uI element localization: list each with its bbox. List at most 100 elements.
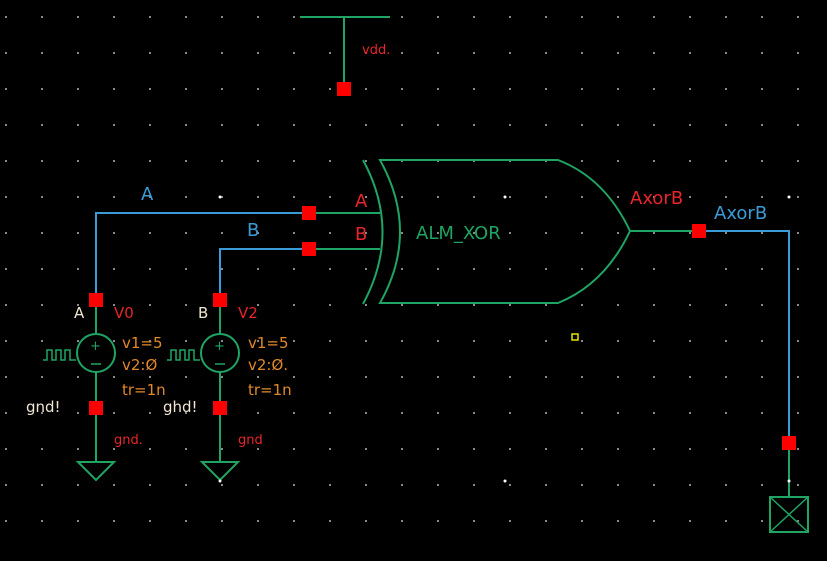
v2-pin-bottom[interactable]: [213, 401, 227, 415]
output-terminal[interactable]: [769, 436, 809, 533]
grid-dot: [581, 124, 583, 126]
grid-dot: [365, 340, 367, 342]
grid-dot: [437, 232, 439, 234]
pulse-waveform-icon: [167, 349, 200, 361]
xor-pin-a[interactable]: [302, 206, 316, 220]
grid-dot: [689, 16, 691, 18]
v0-name: V0: [114, 304, 134, 322]
origin-dot: [218, 195, 222, 199]
ground-icon: [75, 461, 117, 482]
grid-dot: [329, 520, 331, 522]
grid-dot: [617, 268, 619, 270]
grid-dot: [293, 88, 295, 90]
grid-dot: [257, 448, 259, 450]
output-terminal-pin[interactable]: [782, 436, 796, 450]
grid-dot: [365, 412, 367, 414]
xor-instance-name: ALM_XOR: [416, 223, 501, 244]
grid-dot: [113, 88, 115, 90]
grid-dot: [257, 412, 259, 414]
grid-dot: [509, 16, 511, 18]
grid-dot: [581, 304, 583, 306]
grid-dot: [5, 232, 7, 234]
grid-dot: [473, 196, 475, 198]
grid-dot: [41, 124, 43, 126]
grid-dot: [77, 412, 79, 414]
grid-dot: [437, 376, 439, 378]
grid-dot: [725, 520, 727, 522]
grid-dot: [221, 160, 223, 162]
grid-dot: [581, 448, 583, 450]
grid-dot: [617, 52, 619, 54]
grid-dot: [725, 160, 727, 162]
grid-dot: [257, 16, 259, 18]
grid-dot: [401, 268, 403, 270]
grid-dot: [365, 304, 367, 306]
grid-dot: [473, 484, 475, 486]
vdd-pin[interactable]: [337, 82, 351, 96]
grid-dot: [149, 304, 151, 306]
voltage-source-v0[interactable]: + A V0 v1=5 v2:Ø tr=1n gnd! gnd.: [26, 293, 166, 482]
xor-gate-instance[interactable]: A B AxorB ALM_XOR: [302, 159, 706, 305]
grid-dot: [257, 196, 259, 198]
grid-dot: [293, 16, 295, 18]
grid-dot: [617, 88, 619, 90]
selection-marker[interactable]: [571, 333, 579, 341]
wire-net-out[interactable]: [699, 230, 790, 443]
grid-dot: [653, 232, 655, 234]
vdd-supply-symbol[interactable]: vdd.: [300, 16, 390, 96]
grid-dot: [401, 304, 403, 306]
grid-dot: [329, 268, 331, 270]
grid-dot: [761, 304, 763, 306]
xor-pin-out[interactable]: [692, 224, 706, 238]
grid-dot: [257, 520, 259, 522]
grid-dot: [185, 412, 187, 414]
wire-net-b[interactable]: [219, 248, 309, 300]
grid-dot: [473, 448, 475, 450]
grid-dot: [5, 16, 7, 18]
grid-dot: [113, 376, 115, 378]
v2-pin-top[interactable]: [213, 293, 227, 307]
grid-dot: [797, 88, 799, 90]
grid-dot: [653, 52, 655, 54]
voltage-source-v2[interactable]: + B V2 v1=5 v2:Ø. tr=1n ghd! gnd: [163, 293, 292, 482]
grid-dot: [473, 124, 475, 126]
grid-dot: [797, 520, 799, 522]
grid-dot: [509, 268, 511, 270]
grid-dot: [617, 16, 619, 18]
grid-dot: [509, 52, 511, 54]
v0-param-v1: v1=5: [122, 334, 163, 352]
grid-dot: [293, 124, 295, 126]
grid-dot: [329, 340, 331, 342]
grid-dot: [509, 520, 511, 522]
grid-dot: [77, 52, 79, 54]
grid-dot: [365, 268, 367, 270]
grid-dot: [437, 16, 439, 18]
grid-dot: [689, 304, 691, 306]
grid-dot: [293, 304, 295, 306]
grid-dot: [149, 232, 151, 234]
v0-pin-bottom[interactable]: [89, 401, 103, 415]
grid-dot: [797, 16, 799, 18]
ground-icon: [199, 461, 241, 482]
wire-net-a[interactable]: [95, 212, 309, 300]
grid-dot: [185, 376, 187, 378]
grid-dot: [41, 52, 43, 54]
xor-pin-b[interactable]: [302, 242, 316, 256]
grid-dot: [77, 304, 79, 306]
grid-dot: [257, 88, 259, 90]
grid-dot: [41, 484, 43, 486]
xor-body: [378, 159, 632, 304]
v0-pin-top[interactable]: [89, 293, 103, 307]
grid-dot: [185, 88, 187, 90]
grid-dot: [77, 484, 79, 486]
grid-dot: [185, 232, 187, 234]
boxed-x-terminal-icon: [769, 496, 809, 533]
grid-dot: [473, 376, 475, 378]
grid-dot: [617, 232, 619, 234]
grid-dot: [617, 340, 619, 342]
grid-dot: [293, 268, 295, 270]
grid-dot: [221, 268, 223, 270]
grid-dot: [149, 448, 151, 450]
grid-dot: [77, 376, 79, 378]
